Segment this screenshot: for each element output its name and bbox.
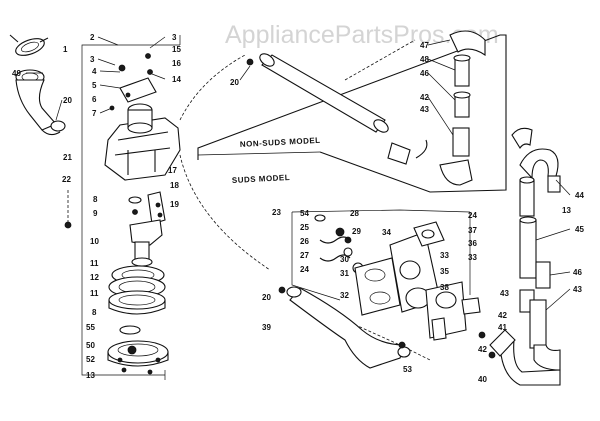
part-label-15: 15 [172, 45, 181, 54]
non-suds-hose [259, 30, 486, 186]
part-label-13: 13 [86, 371, 95, 380]
part-label-9: 9 [93, 209, 98, 218]
part-label-47: 47 [420, 41, 429, 50]
part-label-55: 55 [86, 323, 95, 332]
part-label-49: 49 [12, 69, 21, 78]
part-label-25: 25 [300, 223, 309, 232]
part-label-4: 4 [92, 67, 97, 76]
part-label-16: 16 [172, 59, 181, 68]
part-label-33: 33 [440, 251, 449, 260]
part-label-38: 38 [440, 283, 449, 292]
part-label-53: 53 [403, 365, 412, 374]
part-label-30: 30 [340, 255, 349, 264]
part-label-46a: 46 [573, 268, 582, 277]
pump-housing-rings [108, 265, 166, 315]
suds-drain-hose [286, 286, 411, 369]
part-label-24b: 24 [468, 211, 477, 220]
suds-pump-sub-assembly [314, 214, 481, 341]
part-label-14: 14 [172, 75, 181, 84]
part-label-33b: 33 [468, 253, 477, 262]
suds-model-label: SUDS MODEL [232, 173, 291, 185]
part-label-27: 27 [300, 251, 309, 260]
part-label-17: 17 [168, 166, 177, 175]
part-label-13b: 13 [562, 206, 571, 215]
part-label-21: 21 [63, 153, 72, 162]
pump-base-cover [107, 325, 169, 375]
part-label-18: 18 [170, 181, 179, 190]
label-leader-ticks [26, 36, 571, 311]
part-label-37: 37 [468, 226, 477, 235]
part-label-50: 50 [86, 341, 95, 350]
part-label-11a: 11 [90, 259, 99, 268]
part-label-19: 19 [170, 200, 179, 209]
left-hose-assembly [9, 34, 66, 136]
part-label-11b: 11 [90, 289, 99, 298]
non-suds-model-label: NON-SUDS MODEL [240, 136, 321, 149]
part-label-52: 52 [86, 355, 95, 364]
part-label-3b: 3 [172, 33, 177, 42]
part-label-10: 10 [90, 237, 99, 246]
part-label-32: 32 [340, 291, 349, 300]
part-label-28: 28 [350, 209, 359, 218]
part-label-35: 35 [440, 267, 449, 276]
part-label-23: 23 [272, 208, 281, 217]
part-label-22: 22 [62, 175, 71, 184]
part-label-42c: 42 [420, 93, 429, 102]
part-label-46b: 46 [420, 69, 429, 78]
part-label-45: 45 [575, 225, 584, 234]
part-label-39: 39 [262, 323, 271, 332]
non-suds-model-box [197, 34, 507, 193]
part-label-20c: 20 [262, 293, 271, 302]
part-label-43a: 43 [500, 289, 509, 298]
part-label-29: 29 [352, 227, 361, 236]
part-label-6: 6 [92, 95, 97, 104]
part-label-34: 34 [382, 228, 391, 237]
part-label-31: 31 [340, 269, 349, 278]
part-label-7: 7 [92, 109, 97, 118]
part-label-43b: 43 [573, 285, 582, 294]
suds-sub-assembly-box [291, 209, 471, 301]
impeller-assembly [129, 219, 163, 267]
screw-22 [64, 190, 72, 229]
part-label-2: 2 [90, 33, 95, 42]
part-label-1: 1 [63, 45, 68, 54]
part-label-44: 44 [575, 191, 584, 200]
part-label-36: 36 [468, 239, 477, 248]
part-label-26: 26 [300, 237, 309, 246]
main-assembly-bracket [81, 35, 181, 380]
part-number-labels: 1 2 3 4 5 6 7 8 9 10 11 12 11 8 55 50 52… [12, 33, 584, 384]
part-label-40: 40 [478, 375, 487, 384]
part-label-20b: 20 [230, 78, 239, 87]
part-label-54: 54 [300, 209, 309, 218]
part-label-3: 3 [90, 55, 95, 64]
part-label-42b: 42 [498, 311, 507, 320]
part-label-43c: 43 [420, 105, 429, 114]
part-label-48: 48 [420, 55, 429, 64]
part-label-24: 24 [300, 265, 309, 274]
suds-right-hoses [489, 127, 561, 386]
part-label-8b: 8 [92, 308, 97, 317]
part-label-20a: 20 [63, 96, 72, 105]
part-label-42a: 42 [478, 345, 487, 354]
part-label-41: 41 [498, 323, 507, 332]
part-label-5: 5 [92, 81, 97, 90]
part-label-8: 8 [93, 195, 98, 204]
pump-body [104, 53, 181, 225]
hose-clamps [246, 58, 496, 359]
part-label-12: 12 [90, 273, 99, 282]
